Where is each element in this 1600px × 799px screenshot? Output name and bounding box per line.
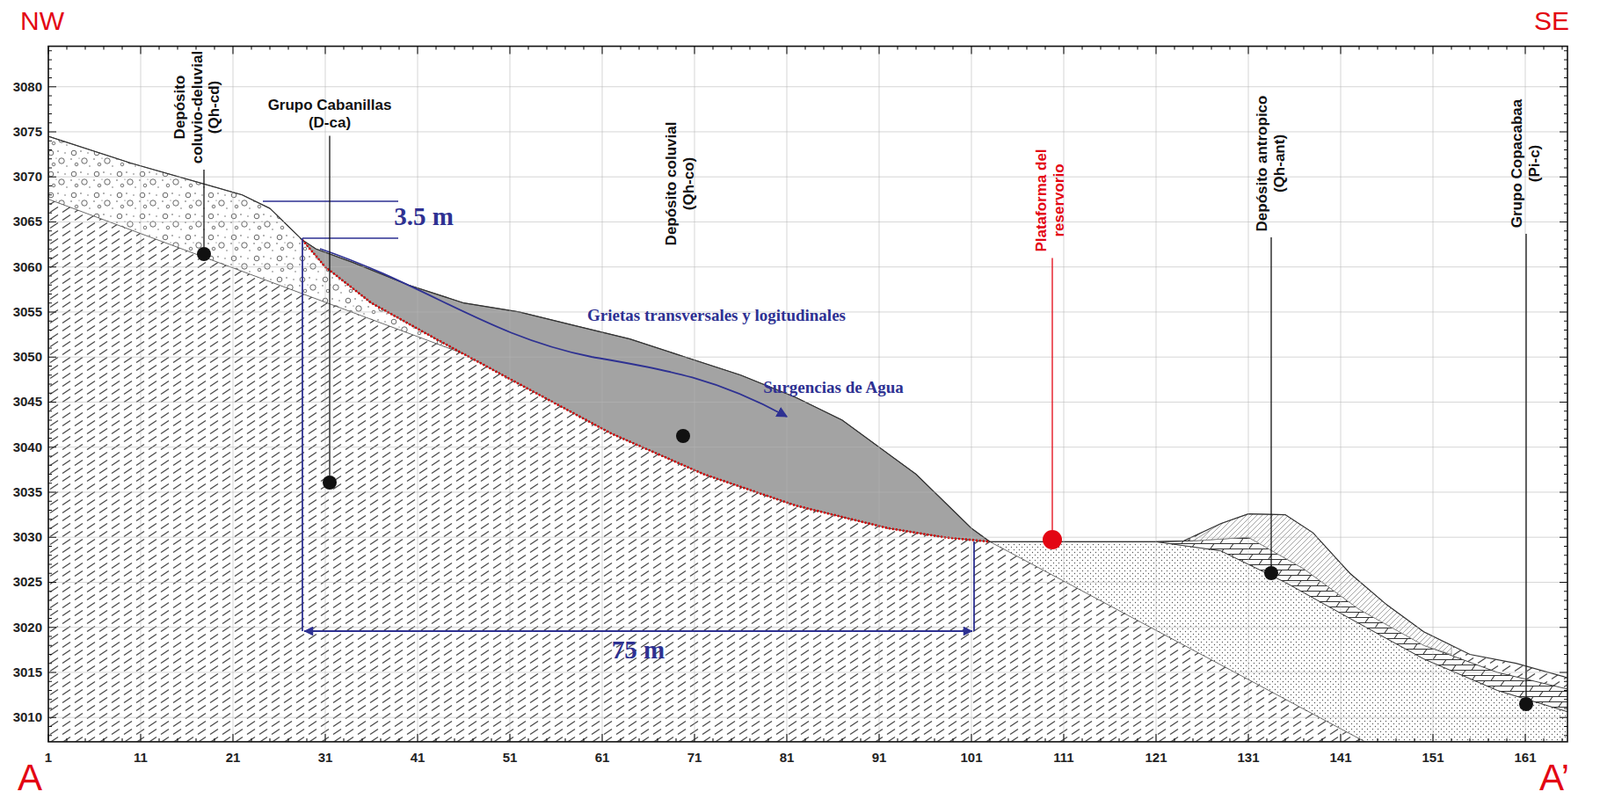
annotation-label: Surgencias de Agua (763, 378, 903, 398)
axis-tick-label: 3030 (13, 530, 43, 546)
section-end-label: A’ (1539, 756, 1570, 799)
landslide-mass (302, 240, 990, 542)
grid-line (48, 356, 1568, 358)
section-end-label: A (17, 756, 43, 799)
axis-tick-label: 3040 (13, 439, 43, 455)
grid-line (48, 401, 1568, 403)
grid-line (417, 46, 419, 742)
sample-point (1519, 697, 1534, 712)
grid-line (1340, 46, 1342, 742)
grid-line (1156, 46, 1157, 742)
anthropic-deposit (1156, 537, 1568, 716)
annotation-label: Grietas transversales y logitudinales (587, 305, 846, 326)
axis-tick-label: 3010 (13, 710, 43, 726)
grid-line (48, 671, 1568, 673)
axis-tick-label: 3080 (13, 79, 43, 95)
dimension-arrow (304, 630, 973, 633)
leader-line (1270, 237, 1272, 567)
leader-line (203, 169, 204, 248)
grid-line (48, 491, 1568, 493)
axis-tick-label: 61 (595, 749, 611, 765)
dimension-line (302, 238, 975, 632)
dimension-label: 75 m (611, 635, 665, 665)
grid-line (48, 86, 1568, 88)
axis-tick-label: 3015 (13, 664, 43, 680)
axis-tick-label: 41 (410, 749, 426, 765)
axis-tick-label: 81 (779, 749, 795, 765)
grid-line (325, 46, 327, 742)
sample-point (676, 429, 691, 444)
axis-tick-label: 1 (44, 749, 52, 765)
rupture-surface (302, 240, 990, 542)
leader-line (1525, 233, 1527, 698)
axis-tick-label: 3070 (13, 169, 43, 185)
axis-tick-label: 3045 (13, 394, 43, 410)
grid-line (48, 176, 1568, 178)
unit-label: Depósito coluvial (Qh-co) (662, 120, 698, 248)
grid-line (602, 46, 604, 742)
axis-tick-label: 151 (1421, 749, 1444, 765)
axis-tick-label: 51 (502, 749, 518, 765)
grid-line (48, 221, 1568, 223)
sample-point (322, 475, 337, 490)
flow-arrow (320, 248, 787, 417)
unit-label: Depósito coluvio-deluvial (Qh-cd) (171, 49, 224, 166)
axis-tick-label: 3020 (13, 619, 43, 635)
unit-label: Grupo Cabanillas (D-ca) (266, 96, 393, 131)
axis-tick-label: 21 (225, 749, 241, 765)
axis-tick-label: 3060 (13, 259, 43, 275)
axis-tick-label: 161 (1513, 749, 1536, 765)
axis-tick-label: 141 (1329, 749, 1352, 765)
unit-label: Grupo Copacabaa (Pi-c) (1508, 97, 1543, 230)
axis-tick-label: 111 (1053, 749, 1074, 765)
dimension-line (262, 201, 399, 239)
axis-tick-label: 3025 (13, 574, 43, 590)
direction-label: SE (1534, 6, 1570, 37)
axis-tick-label: 3065 (13, 214, 43, 230)
grid-line (971, 46, 973, 742)
ground-surface (48, 132, 1568, 682)
grid-line (1248, 46, 1250, 742)
leader-line (328, 136, 330, 476)
grid-line (48, 581, 1568, 583)
grid-line (1432, 46, 1434, 742)
fill-mound (1192, 514, 1452, 655)
grid-line (509, 46, 511, 742)
axis-tick-label: 3075 (13, 123, 43, 139)
grid-line (48, 266, 1568, 268)
grid-line (48, 717, 1568, 719)
axis-tick-label: 31 (318, 749, 334, 765)
sample-point (196, 247, 211, 262)
sample-point (1042, 530, 1062, 550)
grid-line (140, 46, 142, 742)
bedrock-cabanillas (48, 132, 1568, 742)
grid-line (48, 537, 1568, 539)
axis-tick-label: 3050 (13, 349, 43, 365)
sample-point (1264, 566, 1279, 581)
axis-tick-label: 3055 (13, 304, 43, 320)
dimension-label: 3.5 m (393, 202, 454, 232)
axis-tick-label: 131 (1236, 749, 1259, 765)
grid-line (1063, 46, 1065, 742)
grid-line (48, 626, 1568, 628)
reservoir-label: Plataforma del reservorio (1032, 147, 1068, 255)
axis-ticks (48, 46, 1568, 742)
axis-tick-label: 11 (133, 749, 148, 765)
axis-tick-label: 3035 (13, 484, 43, 500)
grid-line (48, 130, 1568, 132)
axis-tick-label: 121 (1144, 749, 1167, 765)
axis-tick-label: 91 (872, 749, 888, 765)
unit-label: Depósito antropico (Qh-ant) (1253, 94, 1288, 233)
leader-line (1051, 258, 1053, 531)
grid-line (48, 446, 1568, 448)
frame (48, 46, 1568, 742)
axis-tick-label: 71 (687, 749, 703, 765)
grid-line (232, 46, 234, 742)
axis-tick-label: 101 (960, 749, 982, 765)
grid-line (694, 46, 696, 742)
direction-label: NW (20, 6, 65, 37)
